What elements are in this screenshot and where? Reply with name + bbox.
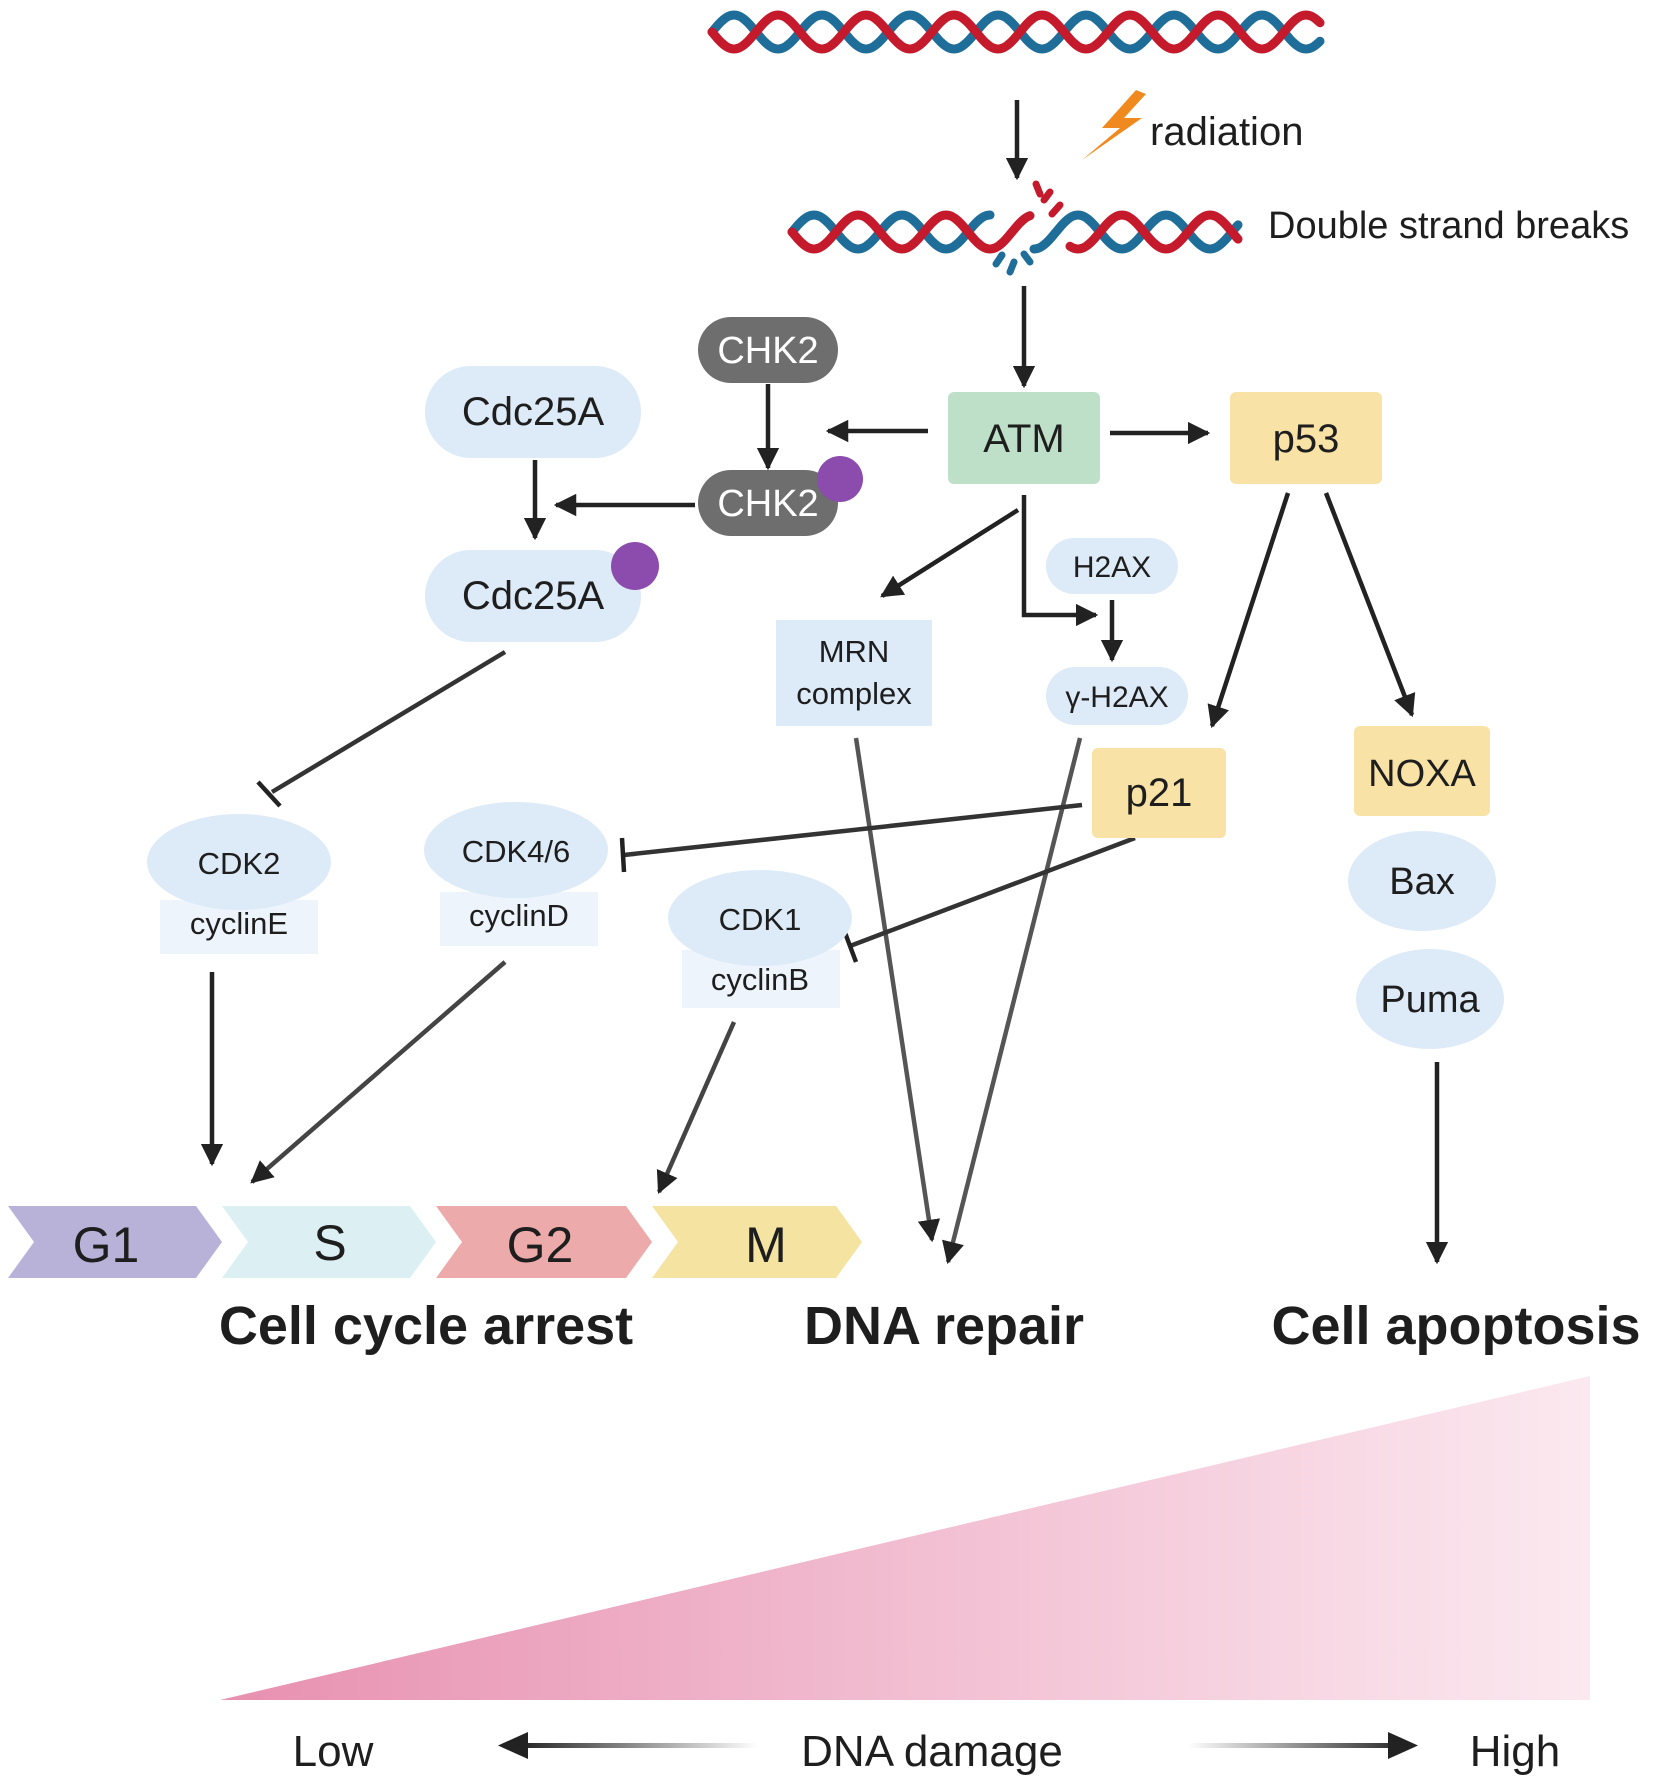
svg-text:Cdc25A: Cdc25A [462,390,605,434]
svg-text:p21: p21 [1126,771,1193,815]
svg-text:cyclinB: cyclinB [711,962,809,997]
arrow-right-icon [1388,1732,1418,1759]
arrow-left-icon [498,1732,528,1759]
dna-strand-blue [707,10,1325,54]
dna-strand-red [707,10,1325,54]
svg-text:Cdc25A: Cdc25A [462,574,605,618]
phase-s-label: S [313,1215,346,1271]
cdc25a-node: Cdc25A [425,366,641,458]
inhibit-p21-cdk46 [623,802,1083,858]
svg-text:CDK2: CDK2 [198,846,281,881]
svg-text:NOXA: NOXA [1368,753,1476,795]
dna-strand-blue [787,210,1243,254]
dna-helix-intact [707,10,1325,54]
phase-s [222,1206,436,1278]
damage-scale-arrows [498,1732,1418,1759]
svg-text:complex: complex [796,676,912,711]
svg-text:cyclinE: cyclinE [190,906,288,941]
cell-apoptosis-label: Cell apoptosis [1271,1296,1640,1356]
dna-repair-label: DNA repair [804,1296,1084,1356]
arrow-cyclin-b-to-m [656,1021,737,1195]
arrow-p53-to-noxa [1323,492,1416,718]
inhibition-lines [256,650,1136,963]
phase-m [652,1206,862,1278]
p21-node: p21 [1092,748,1226,838]
puma-node [1356,949,1504,1049]
arrow-atm-to-gamma-h2ax [1021,495,1099,627]
noxa-node: NOXA [1354,726,1490,816]
svg-text:ATM: ATM [983,417,1064,461]
bax-label: Bax [1389,861,1454,903]
arrows [200,100,1449,1265]
bax-node [1348,831,1496,931]
svg-text:p53: p53 [1273,417,1340,461]
svg-text:cyclinD: cyclinD [469,898,569,933]
svg-text:H2AX: H2AX [1073,551,1151,584]
svg-text:CDK4/6: CDK4/6 [462,834,571,869]
cell-cycle-arrest-label: Cell cycle arrest [219,1296,633,1356]
cdk2-cyclin-e-node: CDK2 cyclinE [147,814,331,954]
phase-g2-label: G2 [507,1217,574,1273]
phase-g1 [8,1206,222,1278]
radiation-label: radiation [1150,110,1303,154]
phase-m-label: M [745,1217,787,1273]
damage-high-label: High [1470,1727,1561,1776]
dna-helix-broken [787,210,1243,254]
phosphate-icon [611,542,659,590]
dna-strand-red [787,210,1243,254]
double-strand-breaks-label: Double strand breaks [1268,205,1629,247]
arrow-atm-to-mrn [880,508,1020,598]
damage-low-label: Low [293,1727,374,1776]
cell-cycle-phases: G1 S G2 M [8,1206,862,1278]
puma-label: Puma [1380,979,1480,1021]
cdk46-cyclin-d-node: CDK4/6 cyclinD [424,802,608,946]
cdk1-cyclin-b-node: CDK1 cyclinB [668,870,852,1008]
break-marks [992,180,1064,276]
inhibit-p21-cdk1 [849,835,1136,949]
gamma-h2ax-node: γ-H2AX [1046,667,1188,725]
svg-text:MRN: MRN [819,634,890,669]
phosphate-icon [817,456,863,502]
mrn-complex-node: MRN complex [776,620,932,726]
phase-g2 [436,1206,652,1278]
arrow-gamma-to-dna-repair [942,737,1083,1265]
arrow-mrn-to-dna-repair [853,737,941,1243]
chk2-node: CHK2 [698,317,838,383]
p53-node: p53 [1230,392,1382,484]
chk2-phospho-node: CHK2 [698,456,863,536]
inhibit-cdc25a-cdk2 [270,650,507,794]
phase-g1-label: G1 [73,1217,140,1273]
svg-text:CHK2: CHK2 [717,483,818,525]
h2ax-node: H2AX [1046,538,1178,594]
dna-damage-wedge [220,1376,1590,1700]
svg-text:CDK1: CDK1 [719,902,802,937]
cdc25a-phospho-node: Cdc25A [425,542,659,642]
arrow-p53-to-p21 [1207,492,1291,729]
damage-title-label: DNA damage [801,1727,1063,1776]
atm-node: ATM [948,392,1100,484]
svg-text:CHK2: CHK2 [717,330,818,372]
arrow-cyclin-d-to-s [250,960,507,1184]
svg-text:γ-H2AX: γ-H2AX [1065,681,1168,714]
lightning-icon [1082,90,1146,160]
